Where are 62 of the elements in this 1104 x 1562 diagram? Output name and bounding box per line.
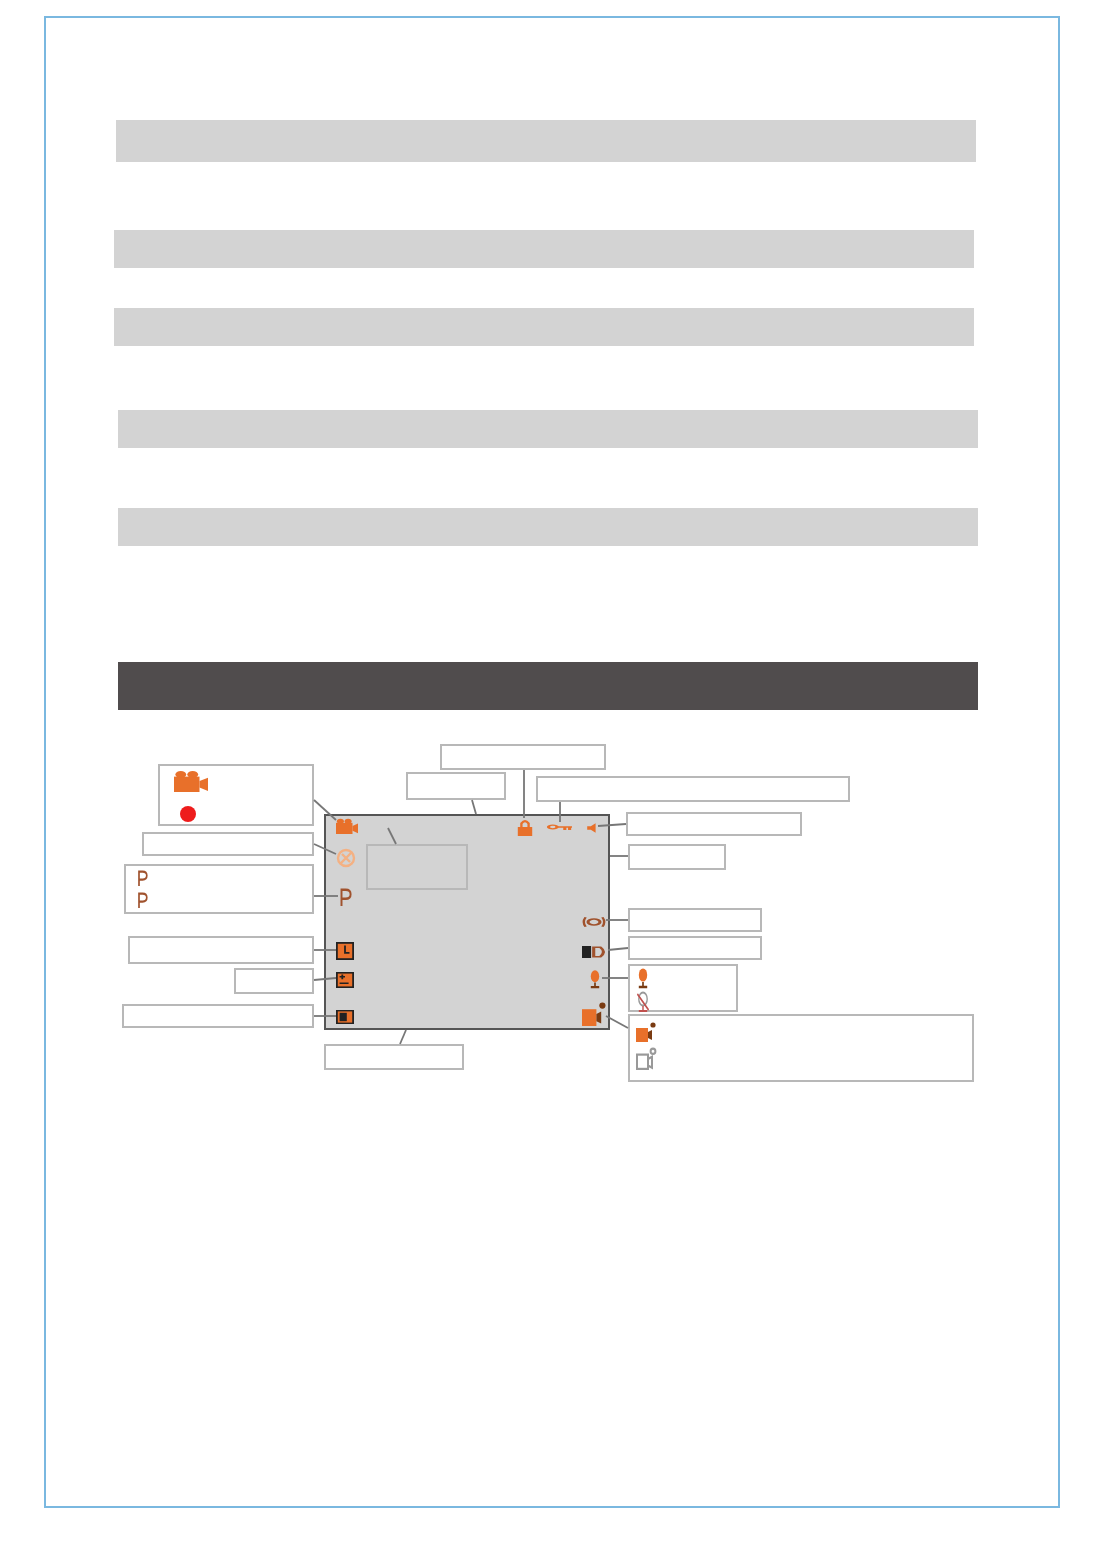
- leader-line: [387, 827, 397, 845]
- hdr-icon: [582, 946, 608, 958]
- callout-box: [628, 908, 762, 932]
- parking-icon: [338, 888, 352, 906]
- leader-line: [313, 1015, 337, 1017]
- leader-line: [601, 977, 629, 979]
- callout-box: [158, 764, 314, 826]
- callout-box: [142, 832, 314, 856]
- clock-icon: [336, 942, 354, 960]
- leader-line: [559, 801, 561, 823]
- callout-box: [628, 964, 738, 1012]
- leader-line: [313, 895, 339, 897]
- leader-line: [313, 949, 337, 951]
- leader-line: [471, 799, 477, 815]
- heading-bar: [116, 120, 976, 162]
- callout-box: [628, 1014, 974, 1082]
- microphone-icon: [636, 968, 650, 988]
- heading-bar: [114, 230, 974, 268]
- leader-line: [523, 769, 525, 819]
- parking-icon: [136, 870, 148, 886]
- callout-box: [124, 864, 314, 914]
- exposure-icon: [336, 972, 354, 988]
- muted-camcorder-icon: [636, 1048, 656, 1070]
- callout-box: [628, 844, 726, 870]
- callout-box: [536, 776, 850, 802]
- speaker-icon: [586, 822, 598, 834]
- leader-line: [605, 919, 629, 921]
- section-heading-bar: [118, 662, 978, 710]
- lock-icon: [516, 818, 534, 836]
- muted-microphone-icon: [636, 992, 650, 1012]
- camera-icon: [336, 818, 358, 834]
- signal-icon: [582, 916, 606, 928]
- record-dot-icon: [180, 806, 196, 822]
- leader-line: [399, 1029, 407, 1045]
- heading-bar: [114, 308, 974, 346]
- memory-card-icon: [336, 1010, 354, 1024]
- heading-bar: [118, 410, 978, 448]
- leader-line: [313, 977, 337, 981]
- leader-line: [609, 855, 629, 857]
- leader-line: [313, 799, 337, 821]
- callout-box: [122, 1004, 314, 1028]
- callout-box: [628, 936, 762, 960]
- microphone-icon: [588, 970, 602, 988]
- leader-line: [313, 843, 337, 855]
- screen-display: [324, 814, 610, 1030]
- callout-box: [406, 772, 506, 800]
- key-icon: [548, 822, 572, 832]
- parking-icon: [136, 892, 148, 908]
- camera-icon: [174, 770, 208, 792]
- callout-box: [366, 844, 468, 890]
- callout-box: [234, 968, 314, 994]
- callout-box: [128, 936, 314, 964]
- leader-line: [607, 947, 629, 951]
- satellite-icon: [336, 848, 356, 868]
- camcorder-microphone-icon: [636, 1022, 656, 1042]
- camcorder-microphone-icon: [582, 1002, 606, 1026]
- callout-box: [440, 744, 606, 770]
- leader-line: [597, 823, 627, 827]
- callout-box: [324, 1044, 464, 1070]
- heading-bar: [118, 508, 978, 546]
- callout-box: [626, 812, 802, 836]
- leader-line: [605, 1015, 629, 1029]
